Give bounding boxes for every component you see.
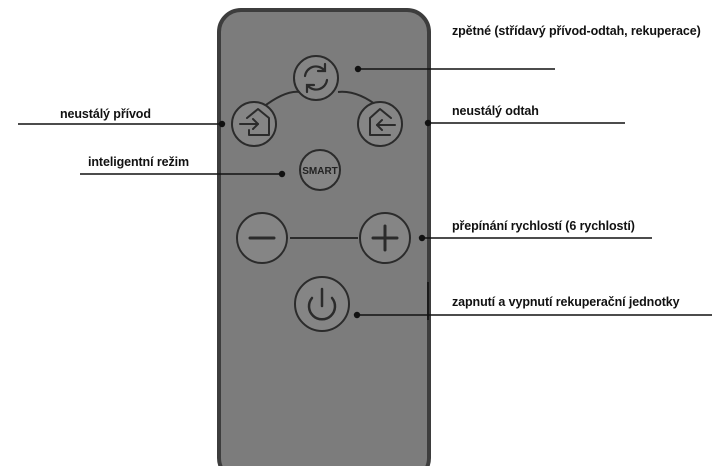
speed-plus-button[interactable]	[359, 212, 411, 264]
callout-speed: přepínání rychlostí (6 rychlostí)	[452, 219, 635, 233]
leader-dot-power	[353, 311, 361, 319]
leader-dot-supply	[218, 120, 226, 128]
house-arrow-in-icon	[239, 108, 270, 136]
smart-button-label: SMART	[302, 166, 338, 177]
power-button[interactable]	[294, 276, 350, 332]
smart-button[interactable]: SMART	[299, 149, 341, 191]
power-icon	[307, 287, 337, 321]
recirculate-button[interactable]	[293, 55, 339, 101]
leader-dot-recuperation	[354, 65, 362, 73]
plus-icon	[371, 224, 399, 252]
callout-supply: neustálý přívod	[60, 107, 151, 121]
cycle-arrows-icon	[303, 62, 329, 94]
callout-power: zapnutí a vypnutí rekuperační jednotky	[452, 295, 680, 309]
house-arrow-out-icon	[369, 108, 396, 136]
callout-smart: inteligentní režim	[88, 155, 189, 169]
supply-button[interactable]	[231, 101, 277, 147]
extract-button[interactable]	[357, 101, 403, 147]
callout-recuperation: zpětné (střídavý přívod-odtah, rekuperac…	[452, 24, 701, 38]
speed-minus-button[interactable]	[236, 212, 288, 264]
leader-dots	[218, 65, 432, 319]
callout-extract: neustálý odtah	[452, 104, 539, 118]
leader-dot-extract	[424, 119, 432, 127]
leader-dot-speed	[418, 234, 426, 242]
leader-dot-smart	[278, 170, 286, 178]
leader-lines	[18, 68, 712, 320]
